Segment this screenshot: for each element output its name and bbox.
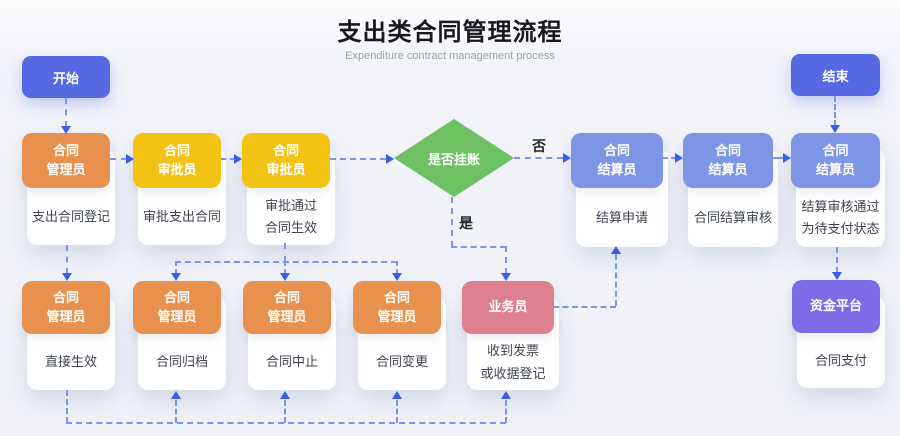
arrowhead-icon <box>171 391 181 399</box>
node-settler-audit: 合同结算审核 合同 结算员 <box>683 133 778 247</box>
arrowhead-icon <box>392 273 402 281</box>
arrowhead-icon <box>501 391 511 399</box>
role-header: 业务员 <box>462 281 554 334</box>
role-header: 合同 审批员 <box>242 133 330 188</box>
role-header: 合同 结算员 <box>683 133 773 188</box>
node-approver-approve: 审批支出合同 合同 审批员 <box>133 133 226 245</box>
node-manager-register: 支出合同登记 合同 管理员 <box>22 133 115 245</box>
edge-loop-bus <box>66 422 506 424</box>
task-card: 审批通过 合同生效 <box>247 149 335 245</box>
task-label: 支出合同登记 <box>31 208 110 224</box>
role-header: 合同 结算员 <box>571 133 663 188</box>
task-label: 审批通过 合同生效 <box>264 197 317 235</box>
node-manager-change: 合同变更 合同 管理员 <box>353 281 446 390</box>
arrowhead-icon <box>501 273 511 281</box>
edge-loop-change <box>396 400 398 423</box>
end-node: 结束 <box>791 54 880 96</box>
arrowhead-icon <box>62 273 72 281</box>
arrowhead-icon <box>386 154 394 164</box>
arrowhead-icon <box>61 126 71 134</box>
node-settler-pending-pay: 结算审核通过 为待支付状态 合同 结算员 <box>791 133 885 247</box>
task-label: 结算申请 <box>595 209 648 225</box>
task-label: 结算审核通过 为待支付状态 <box>801 198 880 236</box>
arrowhead-icon <box>126 154 134 164</box>
arrowhead-icon <box>171 273 181 281</box>
edge-loop-terminate <box>284 400 286 423</box>
role-header: 资金平台 <box>792 280 880 333</box>
edge-decision-yes-v2 <box>505 246 507 274</box>
arrowhead-icon <box>832 272 842 280</box>
edge-register-approve <box>110 158 127 160</box>
edge-decision-no <box>514 157 563 159</box>
arrowhead-icon <box>392 391 402 399</box>
task-label: 合同归档 <box>155 354 208 370</box>
task-label: 合同支付 <box>814 352 867 368</box>
edge-branch-archive <box>175 261 177 274</box>
task-label: 直接生效 <box>44 354 97 370</box>
role-header: 合同 结算员 <box>791 133 880 188</box>
task-label: 合同中止 <box>265 354 318 370</box>
arrowhead-icon <box>783 153 791 163</box>
role-header: 合同 管理员 <box>133 281 221 334</box>
node-clerk-invoice: 收到发票 或收据登记 业务员 <box>462 281 559 390</box>
edge-label-yes: 是 <box>459 215 473 231</box>
edge-pending-fund <box>836 247 838 273</box>
edge-label-no: 否 <box>532 138 546 154</box>
role-header: 合同 管理员 <box>243 281 331 334</box>
arrowhead-icon <box>234 154 242 164</box>
edge-start-register <box>65 98 67 127</box>
edge-approve-effective <box>221 158 235 160</box>
edge-branch-change <box>396 261 398 274</box>
edge-clerk-apply-v <box>615 254 617 306</box>
task-label: 收到发票 或收据登记 <box>480 343 546 381</box>
decision-hang-account: 是否挂账 <box>394 119 514 197</box>
edge-branch-terminate <box>284 261 286 274</box>
edge-loop-clerk <box>505 400 507 423</box>
page-title: 支出类合同管理流程 <box>337 19 563 46</box>
arrowhead-icon <box>280 273 290 281</box>
node-manager-terminate: 合同中止 合同 管理员 <box>243 281 336 390</box>
task-label: 合同变更 <box>375 354 428 370</box>
edge-clerk-apply-h <box>553 306 616 308</box>
node-fund-platform-pay: 合同支付 资金平台 <box>792 280 885 388</box>
role-header: 合同 管理员 <box>22 133 110 188</box>
edge-decision-yes-h <box>451 246 506 248</box>
arrowhead-icon <box>830 125 840 133</box>
start-node: 开始 <box>22 56 110 98</box>
edge-register-direct <box>66 245 68 274</box>
page-subtitle: Expenditure contract management process <box>345 50 555 62</box>
arrowhead-icon <box>611 246 621 254</box>
edge-end-pending <box>834 96 836 126</box>
node-approver-effective: 审批通过 合同生效 合同 审批员 <box>242 133 335 245</box>
arrowhead-icon <box>563 153 571 163</box>
node-manager-archive: 合同归档 合同 管理员 <box>133 281 226 390</box>
edge-loop-stem <box>66 390 68 423</box>
role-header: 合同 管理员 <box>353 281 441 334</box>
task-label: 审批支出合同 <box>142 208 221 224</box>
node-manager-direct-effective: 直接生效 合同 管理员 <box>22 281 115 390</box>
task-label: 合同结算审核 <box>693 209 772 225</box>
arrowhead-icon <box>675 153 683 163</box>
edge-effective-decision <box>330 158 386 160</box>
title-block: 支出类合同管理流程 Expenditure contract managemen… <box>0 12 900 62</box>
edge-effective-branch-stem <box>284 243 286 262</box>
role-header: 合同 管理员 <box>22 281 110 334</box>
edge-decision-yes-v1 <box>451 197 453 247</box>
arrowhead-icon <box>280 391 290 399</box>
edge-loop-archive <box>175 400 177 423</box>
edge-effective-branch-bus <box>175 261 397 263</box>
node-settler-apply: 结算申请 合同 结算员 <box>571 133 668 247</box>
role-header: 合同 审批员 <box>133 133 221 188</box>
edge-audit-pending <box>773 157 784 159</box>
edge-apply-audit <box>663 157 676 159</box>
